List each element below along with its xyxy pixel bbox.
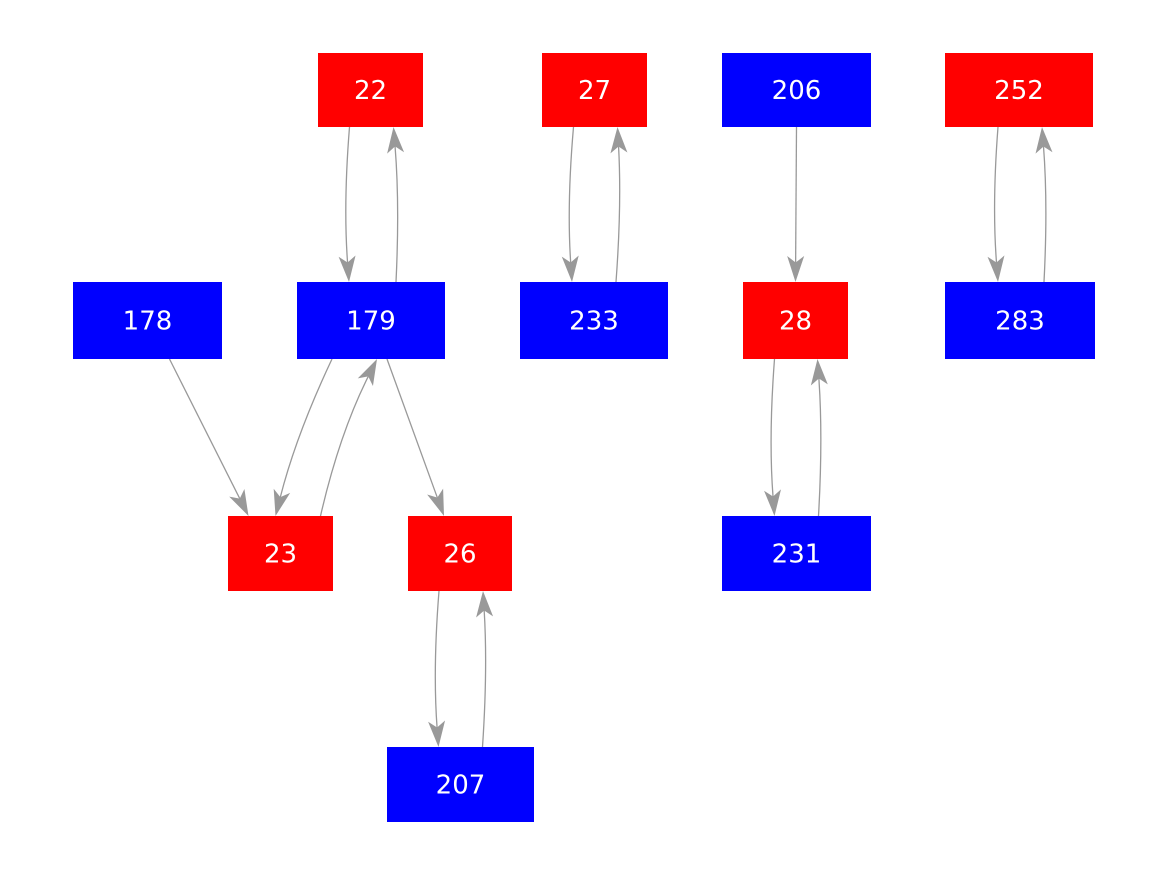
edge-arrowhead-283-to-252 bbox=[1035, 127, 1053, 154]
edge-line-206-to-28 bbox=[794, 126, 798, 263]
edge-arrowhead-207-to-26 bbox=[476, 591, 494, 618]
edge-arrowhead-27-to-233 bbox=[561, 255, 579, 282]
node-box-23 bbox=[228, 516, 333, 591]
node-label-231: 231 bbox=[772, 540, 822, 570]
node-box-27 bbox=[542, 53, 647, 127]
graph-node-28: 28 bbox=[743, 282, 848, 359]
graph-node-231: 231 bbox=[722, 516, 871, 591]
edge-line-179-to-26 bbox=[386, 358, 438, 498]
node-box-26 bbox=[408, 516, 512, 591]
edge-line-23-to-179 bbox=[319, 376, 369, 517]
node-box-178 bbox=[73, 282, 222, 359]
edge-line-26-to-207 bbox=[434, 590, 440, 728]
edge-line-207-to-26 bbox=[481, 610, 487, 748]
node-box-22 bbox=[318, 53, 423, 127]
node-label-206: 206 bbox=[772, 76, 822, 106]
edge-line-283-to-252 bbox=[1042, 146, 1047, 283]
node-label-252: 252 bbox=[994, 76, 1044, 106]
graph-node-206: 206 bbox=[722, 53, 871, 127]
edge-layer bbox=[168, 126, 1053, 748]
graph-node-22: 22 bbox=[318, 53, 423, 127]
graph-node-233: 233 bbox=[520, 282, 668, 359]
node-label-283: 283 bbox=[995, 307, 1045, 337]
node-box-252 bbox=[945, 53, 1093, 127]
node-label-23: 23 bbox=[264, 540, 297, 570]
edge-line-178-to-23 bbox=[168, 358, 241, 499]
node-box-206 bbox=[722, 53, 871, 127]
graph-node-26: 26 bbox=[408, 516, 512, 591]
edge-arrowhead-179-to-26 bbox=[427, 488, 444, 516]
edge-line-28-to-231 bbox=[770, 358, 776, 497]
edge-line-179-to-23 bbox=[279, 358, 333, 498]
graph-node-178: 178 bbox=[73, 282, 222, 359]
edge-arrowhead-22-to-179 bbox=[338, 255, 356, 282]
node-label-179: 179 bbox=[346, 307, 396, 337]
node-layer: 22 27 206 252 178 179 233 28 283 23 26 231 207 bbox=[73, 53, 1095, 822]
node-box-207 bbox=[387, 747, 534, 822]
graph-node-27: 27 bbox=[542, 53, 647, 127]
node-box-233 bbox=[520, 282, 668, 359]
graph-node-283: 283 bbox=[945, 282, 1095, 359]
edge-line-233-to-27 bbox=[615, 146, 621, 283]
node-label-207: 207 bbox=[436, 771, 486, 801]
node-label-27: 27 bbox=[578, 76, 611, 106]
graph-node-252: 252 bbox=[945, 53, 1093, 127]
edge-arrowhead-231-to-28 bbox=[810, 359, 828, 386]
edge-line-252-to-283 bbox=[993, 126, 999, 263]
edge-arrowhead-206-to-28 bbox=[787, 255, 805, 282]
edge-arrowhead-26-to-207 bbox=[428, 720, 446, 747]
edge-arrowhead-252-to-283 bbox=[987, 255, 1005, 282]
node-label-178: 178 bbox=[123, 307, 173, 337]
graph-node-23: 23 bbox=[228, 516, 333, 591]
node-label-22: 22 bbox=[354, 76, 387, 106]
node-box-179 bbox=[297, 282, 445, 359]
edge-line-27-to-233 bbox=[568, 126, 575, 263]
node-label-233: 233 bbox=[569, 307, 619, 337]
edge-arrowhead-233-to-27 bbox=[610, 127, 628, 154]
node-box-231 bbox=[722, 516, 871, 591]
node-label-26: 26 bbox=[443, 540, 476, 570]
node-box-28 bbox=[743, 282, 848, 359]
edge-line-22-to-179 bbox=[345, 126, 351, 263]
edge-arrowhead-23-to-179 bbox=[357, 359, 377, 387]
node-box-283 bbox=[945, 282, 1095, 359]
edge-arrowhead-179-to-23 bbox=[273, 488, 291, 516]
edge-arrowhead-179-to-22 bbox=[387, 127, 405, 154]
edge-line-231-to-28 bbox=[817, 378, 822, 517]
edge-line-179-to-22 bbox=[394, 146, 399, 283]
node-label-28: 28 bbox=[779, 307, 812, 337]
graph-node-207: 207 bbox=[387, 747, 534, 822]
edge-arrowhead-178-to-23 bbox=[229, 488, 249, 516]
edge-arrowhead-28-to-231 bbox=[764, 489, 781, 516]
graph-node-179: 179 bbox=[297, 282, 445, 359]
